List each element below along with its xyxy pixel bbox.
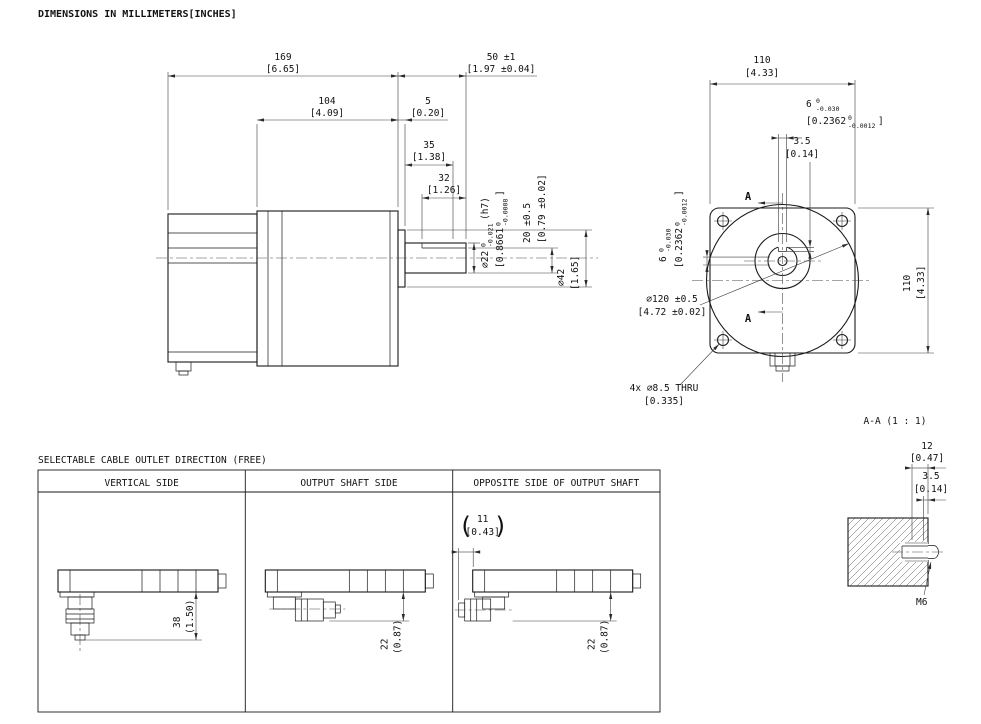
dim-mount-holes-in: [0.335] — [644, 396, 684, 407]
dim-key-width-top: 6 0 -0.030 [0.2362 0 -0.0012 ] — [806, 97, 884, 130]
svg-text:20 ±0.5: 20 ±0.5 — [522, 203, 533, 243]
dim-tap-depth-mm: 12 — [921, 441, 932, 452]
svg-text:0: 0 — [495, 222, 503, 226]
svg-text:]: ] — [495, 190, 506, 196]
dim-total-length-in: [6.65] — [266, 64, 300, 75]
dim-pilot-dia-mm: ⌀120 ±0.5 — [646, 294, 697, 305]
svg-text:(0.87): (0.87) — [600, 620, 611, 654]
thread-callout: M6 — [916, 597, 928, 608]
dim-shaft-side-in: (0.87) — [392, 620, 403, 654]
dim-boss-length-mm: 5 — [425, 96, 431, 107]
svg-text:22: 22 — [587, 639, 598, 650]
svg-text:-0.021: -0.021 — [487, 223, 495, 247]
dim-key-top-mm: 20 ±0.5 — [522, 203, 533, 243]
dim-key-top-in: [0.79 ±0.02] — [537, 174, 548, 243]
svg-text:0: 0 — [848, 114, 852, 122]
svg-text:[1.65]: [1.65] — [570, 256, 581, 290]
dim-width-in: [4.33] — [745, 68, 779, 79]
section-title: A-A (1 : 1) — [864, 416, 927, 427]
dim-shaft-dia-mm: ⌀22 0 -0.021 (h7) — [480, 197, 495, 268]
svg-text:-0.030: -0.030 — [816, 105, 840, 113]
svg-text:110: 110 — [902, 275, 913, 292]
cell-vertical-side: 38 (1.50) — [57, 569, 227, 652]
dim-tap-depth-in: [0.47] — [910, 453, 944, 464]
dim-shaft-side-mm: 22 — [379, 639, 390, 650]
svg-text:0: 0 — [674, 222, 682, 226]
dim-gear-length-in: [4.09] — [310, 108, 344, 119]
svg-text:[4.33]: [4.33] — [916, 266, 927, 300]
dim-protrusion-mm: 11 — [477, 514, 489, 525]
cell-output-shaft-side: 22 (0.87) — [264, 569, 434, 654]
dim-height-in: [4.33] — [916, 266, 927, 300]
dim-boss-dia-mm: ⌀42 — [556, 269, 567, 286]
svg-text:[0.2362: [0.2362 — [806, 116, 846, 127]
section-mark-top: A — [745, 191, 752, 203]
col-header-opposite: OPPOSITE SIDE OF OUTPUT SHAFT — [473, 478, 639, 489]
paren-close: ) — [493, 512, 507, 540]
svg-text:[0.79 ±0.02]: [0.79 ±0.02] — [537, 174, 548, 243]
dim-key-depth-in: [0.14] — [785, 149, 819, 160]
section-view: A-A (1 : 1) 12 [0.47] 3.5 [0.14] M6 — [847, 416, 948, 608]
dim-gear-length-mm: 104 — [318, 96, 335, 107]
dim-pilot-dia-in: [4.72 ±0.02] — [638, 307, 707, 318]
dim-key-width-left-mm: 6 0 -0.030 — [658, 228, 673, 262]
dim-total-length-mm: 169 — [274, 52, 291, 63]
front-view-outline — [692, 193, 872, 382]
dim-sec-key-depth-mm: 3.5 — [922, 471, 939, 482]
dim-key-width-left-in: [0.2362 0 -0.0012 ] — [674, 190, 689, 268]
dim-h7-length-in: [1.38] — [412, 152, 446, 163]
svg-text:0: 0 — [816, 97, 820, 105]
svg-text:]: ] — [878, 116, 884, 127]
col-header-vertical: VERTICAL SIDE — [105, 478, 180, 489]
svg-text:6: 6 — [806, 99, 812, 110]
dim-key-length-mm: 32 — [438, 173, 449, 184]
svg-text:]: ] — [674, 190, 685, 196]
svg-text:⌀22: ⌀22 — [480, 251, 491, 268]
svg-text:(1.50): (1.50) — [185, 600, 196, 634]
svg-text:-0.0012: -0.0012 — [848, 122, 875, 130]
front-view: 110 [4.33] 6 0 -0.030 [0.2362 0 -0.0012 … — [630, 55, 934, 407]
units-note: DIMENSIONS IN MILLIMETERS[INCHES] — [38, 9, 237, 20]
side-view-outline — [156, 210, 598, 376]
front-view-dimensions: 110 [4.33] 6 0 -0.030 [0.2362 0 -0.0012 … — [630, 55, 934, 407]
side-view-dimensions: 169 [6.65] 50 ±1 [1.97 ±0.04] 104 [4.09]… — [167, 52, 592, 290]
svg-text:(h7): (h7) — [480, 197, 491, 220]
dim-key-length-in: [1.26] — [427, 185, 461, 196]
col-header-shaft-side: OUTPUT SHAFT SIDE — [300, 478, 398, 489]
svg-text:⌀42: ⌀42 — [556, 269, 567, 286]
svg-text:-0.0008: -0.0008 — [502, 199, 510, 226]
dim-opposite-in: (0.87) — [600, 620, 611, 654]
dim-shaft-length-mm: 50 ±1 — [487, 52, 516, 63]
svg-text:-0.030: -0.030 — [665, 228, 673, 252]
section-mark-bottom: A — [745, 313, 752, 325]
dim-boss-dia-in: [1.65] — [570, 256, 581, 290]
svg-text:0: 0 — [658, 248, 666, 252]
dim-h7-length-mm: 35 — [423, 140, 434, 151]
dim-key-depth-mm: 3.5 — [793, 136, 810, 147]
dim-sec-key-depth-in: [0.14] — [914, 484, 948, 495]
side-view: 169 [6.65] 50 ±1 [1.97 ±0.04] 104 [4.09]… — [156, 52, 598, 376]
dim-vertical-mm: 38 — [172, 616, 183, 628]
svg-text:-0.0012: -0.0012 — [681, 199, 689, 226]
cable-direction-table: SELECTABLE CABLE OUTLET DIRECTION (FREE)… — [37, 455, 661, 713]
table-title: SELECTABLE CABLE OUTLET DIRECTION (FREE) — [38, 455, 267, 466]
svg-text:22: 22 — [379, 639, 390, 650]
cell-opposite-side: ( 11 [0.43] ) 22 (0.87) — [451, 512, 642, 654]
dim-vertical-in: (1.50) — [185, 600, 196, 634]
svg-text:38: 38 — [172, 616, 183, 628]
paren-open: ( — [458, 512, 472, 540]
svg-text:(0.87): (0.87) — [392, 620, 403, 654]
dim-boss-length-in: [0.20] — [411, 108, 445, 119]
dim-mount-holes-mm: 4x ⌀8.5 THRU — [630, 383, 699, 394]
dim-width-mm: 110 — [753, 55, 770, 66]
dim-shaft-dia-in: [0.8661 0 -0.0008 ] — [495, 190, 510, 268]
dim-opposite-mm: 22 — [587, 639, 598, 650]
dim-height-mm: 110 — [902, 275, 913, 292]
svg-text:6: 6 — [658, 256, 669, 262]
dim-shaft-length-in: [1.97 ±0.04] — [467, 64, 536, 75]
svg-text:0: 0 — [480, 243, 488, 247]
svg-text:[0.2362: [0.2362 — [674, 228, 685, 268]
dim-protrusion-in: [0.43] — [466, 527, 500, 538]
